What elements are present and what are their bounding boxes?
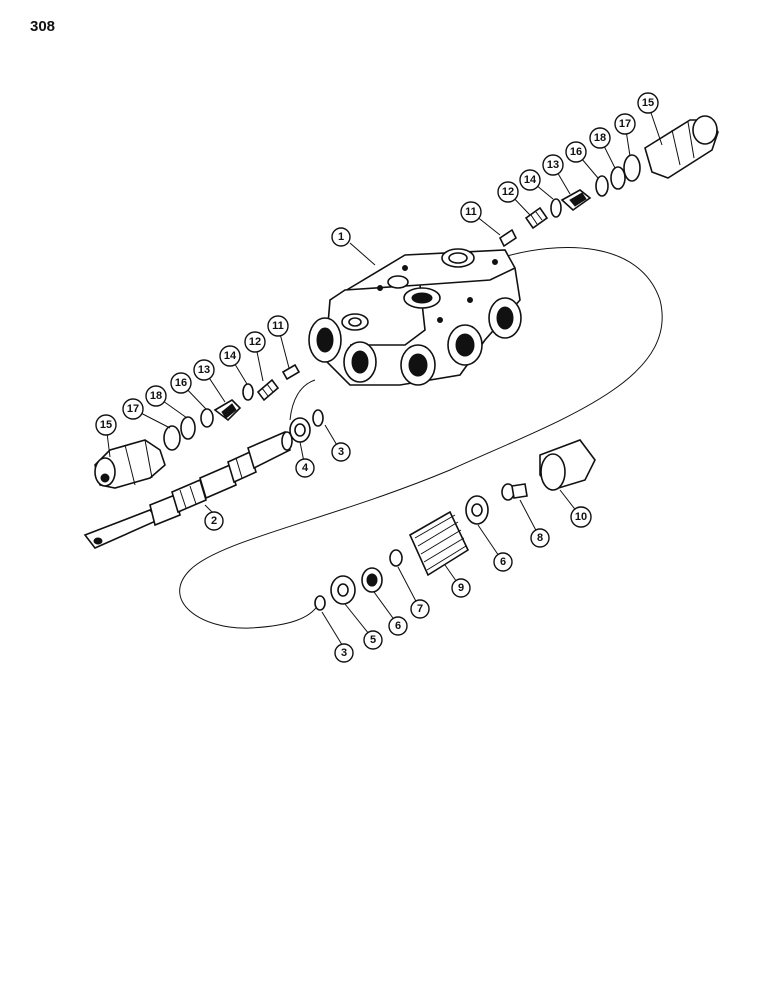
ring-3-lower — [314, 595, 326, 611]
callout-18-left: 18 — [145, 385, 167, 407]
valve-body — [308, 248, 522, 386]
right-relief-valve-stack — [498, 115, 719, 248]
svg-text:12: 12 — [249, 336, 261, 348]
svg-text:16: 16 — [570, 146, 582, 158]
callout-14-right: 14 — [519, 169, 541, 191]
svg-text:18: 18 — [594, 132, 606, 144]
svg-text:10: 10 — [575, 511, 587, 523]
svg-text:11: 11 — [465, 206, 477, 218]
svg-text:17: 17 — [127, 403, 139, 415]
svg-text:14: 14 — [524, 174, 537, 186]
svg-text:15: 15 — [100, 419, 112, 431]
svg-text:12: 12 — [502, 186, 514, 198]
callout-12-right: 12 — [497, 181, 519, 203]
washer-5 — [330, 575, 356, 605]
svg-text:6: 6 — [395, 620, 401, 632]
cap-10 — [539, 439, 596, 491]
bolt-8 — [501, 483, 528, 501]
callout-4: 4 — [295, 458, 315, 478]
svg-text:11: 11 — [272, 320, 284, 332]
spring-9 — [408, 510, 470, 577]
callout-11-left: 11 — [267, 315, 289, 337]
callout-3-upper: 3 — [331, 442, 351, 462]
svg-text:4: 4 — [302, 462, 309, 474]
left-relief-valve-stack — [94, 363, 301, 489]
svg-text:14: 14 — [224, 350, 237, 362]
callout-17-right: 17 — [614, 113, 636, 135]
ring-7 — [389, 549, 403, 567]
callout-15-left: 15 — [95, 414, 117, 436]
callout-12-left: 12 — [244, 331, 266, 353]
svg-text:15: 15 — [642, 97, 654, 109]
svg-text:6: 6 — [500, 556, 506, 568]
callout-8: 8 — [530, 528, 550, 548]
svg-text:2: 2 — [211, 515, 217, 527]
callout-13-left: 13 — [193, 359, 215, 381]
svg-text:17: 17 — [619, 118, 631, 130]
grouping-loop-lower — [289, 379, 316, 421]
grouping-loop — [179, 247, 663, 629]
callout-16-right: 16 — [565, 141, 587, 163]
washer-4 — [289, 417, 311, 443]
svg-text:16: 16 — [175, 377, 187, 389]
callout-3-lower: 3 — [334, 643, 354, 663]
callout-9: 9 — [451, 578, 471, 598]
callout-14-left: 14 — [219, 345, 241, 367]
callout-6-lower: 6 — [388, 616, 408, 636]
callout-2: 2 — [204, 511, 224, 531]
svg-text:18: 18 — [150, 390, 162, 402]
svg-text:13: 13 — [198, 364, 210, 376]
svg-text:1: 1 — [338, 231, 344, 243]
svg-text:9: 9 — [458, 582, 464, 594]
callout-18-right: 18 — [589, 127, 611, 149]
svg-text:13: 13 — [547, 159, 559, 171]
callout-15-right: 15 — [637, 92, 659, 114]
callout-11-right: 11 — [460, 201, 482, 223]
callout-1: 1 — [331, 227, 351, 247]
ring-3-upper — [312, 409, 324, 427]
callout-17-left: 17 — [122, 398, 144, 420]
callout-5: 5 — [363, 630, 383, 650]
spool — [83, 430, 293, 549]
spacer-6-upper — [465, 495, 489, 525]
svg-text:7: 7 — [417, 603, 423, 615]
svg-text:5: 5 — [370, 634, 376, 646]
callout-6-upper: 6 — [493, 552, 513, 572]
callout-13-right: 13 — [542, 154, 564, 176]
svg-text:3: 3 — [341, 647, 347, 659]
page-number: 308 — [30, 18, 56, 35]
spacer-6-lower — [361, 567, 383, 593]
svg-text:3: 3 — [338, 446, 344, 458]
svg-text:8: 8 — [537, 532, 543, 544]
callout-16-left: 16 — [170, 372, 192, 394]
callout-7: 7 — [410, 599, 430, 619]
callout-10: 10 — [570, 506, 592, 528]
